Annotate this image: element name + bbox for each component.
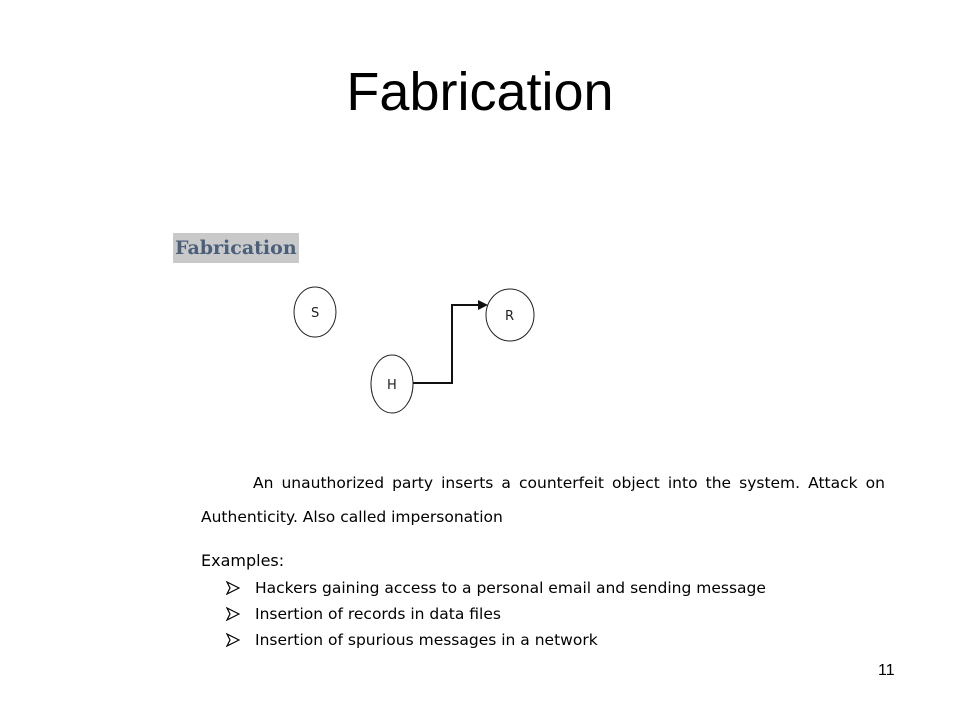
node-s-label: S: [311, 306, 319, 321]
list-item-text: Hackers gaining access to a personal ema…: [255, 579, 766, 597]
node-r-label: R: [505, 309, 514, 324]
node-r-circle: [485, 288, 535, 342]
node-s: S: [293, 286, 337, 338]
edge-h-to-r-line: [413, 304, 481, 384]
examples-list: Hackers gaining access to a personal ema…: [226, 575, 766, 653]
arrowhead-icon: [478, 300, 488, 310]
page-number: 11: [878, 662, 895, 679]
arrow-bullet-icon: [226, 607, 240, 621]
slide-title: Fabrication: [346, 62, 614, 122]
node-h: H: [370, 354, 414, 414]
section-heading: Fabrication: [173, 233, 299, 263]
arrow-bullet-icon: [226, 581, 240, 595]
node-r: R: [485, 288, 535, 342]
examples-heading: Examples:: [201, 551, 285, 570]
fabrication-diagram: S R H: [293, 286, 535, 414]
description-paragraph: An unauthorized party inserts a counterf…: [201, 466, 885, 534]
list-item: Insertion of records in data files: [226, 601, 766, 627]
edge-h-to-r: [413, 300, 488, 384]
list-item-text: Insertion of spurious messages in a netw…: [255, 631, 598, 649]
description-text: An unauthorized party inserts a counterf…: [201, 474, 885, 526]
node-h-label: H: [387, 378, 397, 393]
list-item-text: Insertion of records in data files: [255, 605, 501, 623]
list-item: Hackers gaining access to a personal ema…: [226, 575, 766, 601]
list-item: Insertion of spurious messages in a netw…: [226, 627, 766, 653]
arrow-bullet-icon: [226, 633, 240, 647]
node-s-circle: [293, 286, 337, 338]
